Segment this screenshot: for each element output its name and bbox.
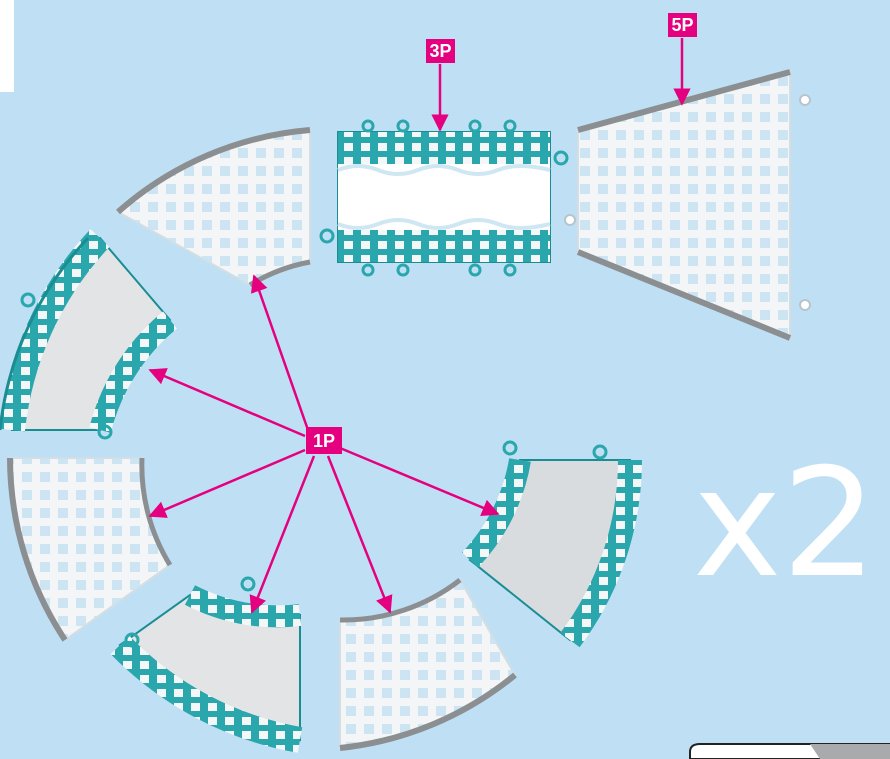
arrow-1p-e	[326, 455, 393, 614]
corner-box	[0, 0, 14, 92]
arrows	[148, 38, 691, 614]
label-5p: 5P	[668, 13, 697, 37]
label-3p: 3P	[426, 39, 455, 63]
arrow-1p-f	[339, 446, 500, 517]
curved-piece-white-bottom	[339, 578, 517, 751]
corner-panel-shade	[810, 744, 890, 759]
label-5p-text: 5P	[671, 15, 693, 35]
multiplier-text: x2	[693, 437, 877, 611]
curved-piece-teal-bottom	[110, 576, 303, 753]
label-1p-text: 1P	[313, 431, 335, 451]
straight-piece-teal	[319, 119, 569, 277]
label-3p-text: 3P	[429, 41, 451, 61]
curved-piece-white-top	[116, 127, 311, 288]
arrow-1p-d	[249, 455, 316, 614]
arrow-1p-a	[250, 274, 310, 431]
label-1p: 1P	[306, 427, 342, 454]
arrow-1p-b	[148, 368, 306, 438]
curved-piece-white-left	[7, 457, 173, 642]
curved-piece-teal-right	[461, 440, 642, 648]
tapered-piece-white	[564, 69, 811, 341]
curved-piece-teal-left	[0, 229, 178, 440]
arrow-1p-c	[148, 448, 306, 518]
